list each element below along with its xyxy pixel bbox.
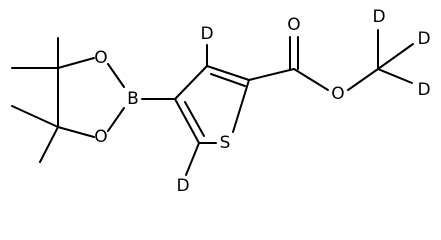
bond-c5-c4 bbox=[174, 98, 200, 144]
atom-d-methyl-bottom: D bbox=[417, 80, 430, 100]
bond-c3-c2-double bbox=[210, 73, 246, 87]
bond-c5-d bbox=[185, 142, 200, 176]
bond-o-top-b bbox=[107, 63, 125, 88]
bond-ccarbonyl-oester bbox=[293, 68, 329, 91]
bond-cmethyl-d-right bbox=[377, 43, 414, 70]
bond-oester-cmethyl bbox=[347, 68, 379, 91]
bond-c2-s bbox=[232, 79, 250, 133]
molecule-structure: O O B S D D O O D D D bbox=[11, 7, 431, 196]
atom-d-ring-top: D bbox=[200, 24, 213, 44]
atom-o-carbonyl: O bbox=[287, 15, 300, 35]
pinacol-ring-bonds bbox=[11, 37, 125, 163]
bond-cmethyl-d-bottom bbox=[377, 68, 413, 84]
bond-cb-o-bottom bbox=[57, 126, 95, 138]
atom-sulfur: S bbox=[220, 133, 231, 153]
thiophene-ring-bonds bbox=[174, 65, 250, 144]
bond-c4-c3 bbox=[174, 65, 208, 100]
bond-c3-c2 bbox=[206, 65, 250, 81]
atom-o-boronate-bottom: O bbox=[94, 127, 107, 147]
bond-ca-o-top bbox=[57, 57, 95, 69]
atom-boron: B bbox=[127, 89, 139, 109]
atom-d-ring-bottom: D bbox=[176, 176, 189, 196]
atom-o-ester: O bbox=[331, 84, 344, 104]
bond-cb-me4 bbox=[39, 126, 59, 163]
bond-c5-c4-double bbox=[184, 101, 205, 137]
ester-bonds bbox=[248, 29, 414, 91]
bond-cb-me3 bbox=[11, 105, 59, 128]
atom-o-boronate-top: O bbox=[94, 48, 107, 68]
bond-c2-ccarbonyl bbox=[248, 68, 295, 81]
bond-o-bottom-b bbox=[107, 107, 125, 132]
atom-d-methyl-right: D bbox=[417, 29, 430, 49]
atom-d-methyl-top: D bbox=[372, 7, 385, 27]
